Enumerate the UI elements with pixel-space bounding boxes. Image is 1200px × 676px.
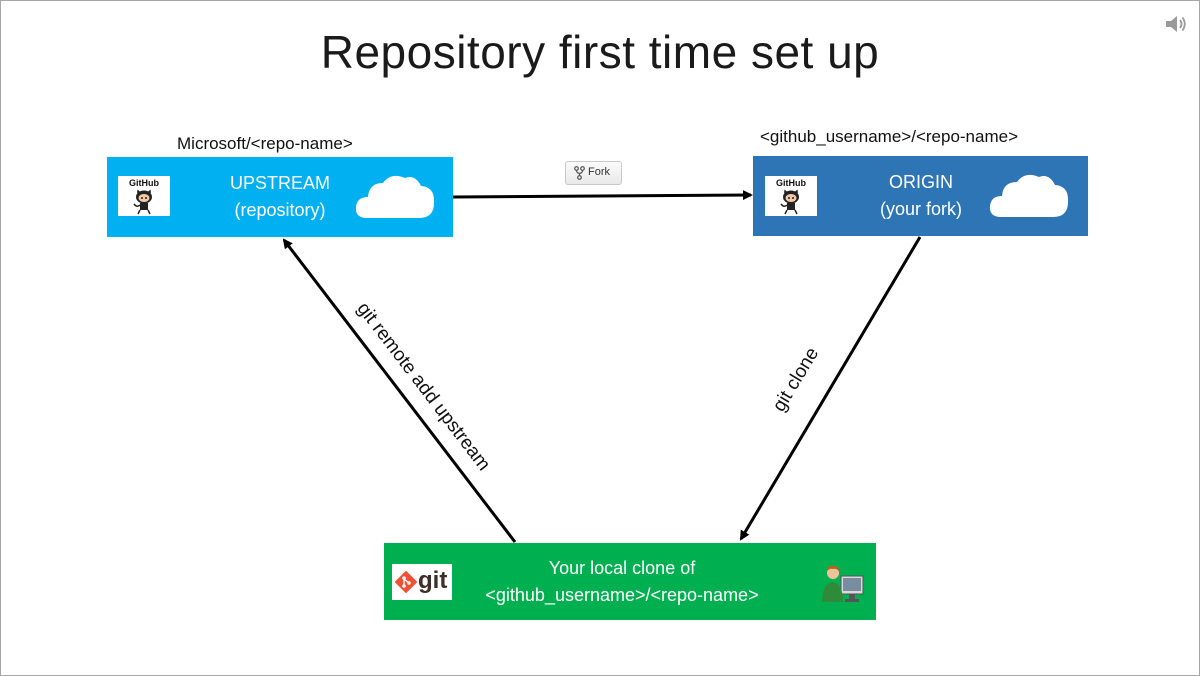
git-remote-add-arrow — [282, 238, 517, 543]
upstream-title: UPSTREAM — [229, 173, 330, 193]
origin-github-logo: GitHub — [765, 176, 817, 216]
git-logo: git — [392, 564, 452, 600]
fork-arrow — [452, 190, 753, 201]
fork-icon — [574, 166, 585, 180]
cloud-icon — [989, 174, 1069, 217]
git-logo-icon — [395, 571, 417, 593]
origin-subtitle: (your fork) — [879, 199, 962, 219]
upstream-github-logo: GitHub — [118, 176, 170, 216]
upstream-repo-path: Microsoft/<repo-name> — [177, 134, 353, 153]
origin-title: ORIGIN — [888, 172, 953, 192]
fork-button[interactable]: Fork — [565, 161, 622, 185]
origin-box[interactable]: GitHub ORIGIN (your fork) — [753, 156, 1088, 236]
slide-title: Repository first time set up — [320, 26, 880, 78]
octocat-icon — [780, 189, 799, 215]
git-clone-arrow — [739, 236, 922, 541]
user-computer-icon — [822, 565, 864, 602]
local-clone-box[interactable]: Your local clone of <github_username>/<r… — [384, 543, 876, 620]
upstream-box[interactable]: GitHub UPSTREAM (repository) — [107, 157, 453, 237]
local-subtitle: <github_username>/<repo-name> — [485, 585, 759, 605]
octocat-icon — [133, 189, 152, 215]
speaker-icon[interactable] — [1164, 13, 1188, 35]
fork-button-label: Fork — [588, 166, 610, 178]
cloud-icon — [355, 175, 435, 218]
upstream-subtitle: (repository) — [234, 200, 326, 220]
origin-repo-path: <github_username>/<repo-name> — [760, 127, 1019, 146]
local-title: Your local clone of — [548, 558, 696, 578]
git-wordmark: git — [418, 567, 448, 594]
